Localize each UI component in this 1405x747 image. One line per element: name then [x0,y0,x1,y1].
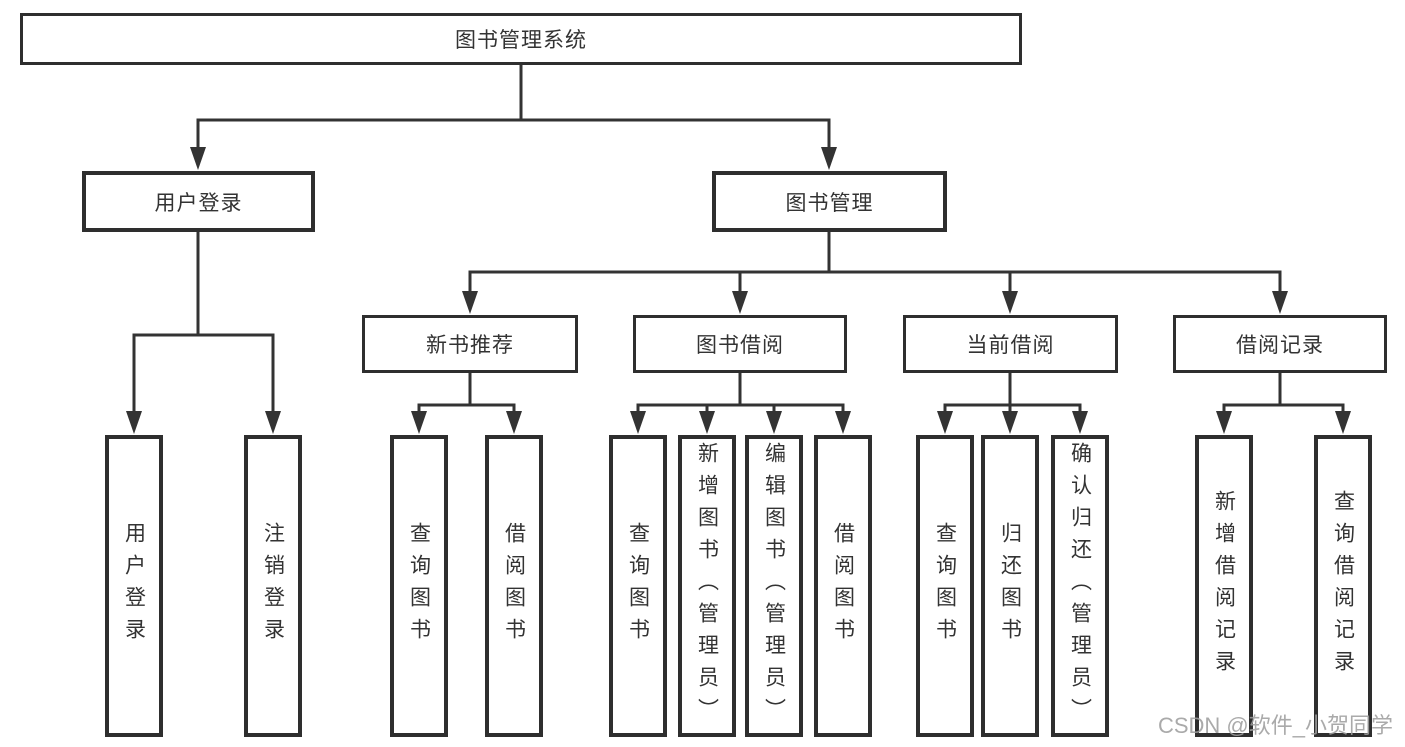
arrowhead [506,411,522,434]
csdn-watermark: CSDN @软件_小贺同学 [1157,713,1393,738]
node-leaf-borrow-book-b: 借阅图书 [814,435,872,737]
arrowhead [411,411,427,434]
node-user-login: 用户登录 [82,171,315,232]
arrowhead [190,147,206,170]
leaf-label: 查询借阅记录 [1331,490,1355,682]
arrowhead [821,147,837,170]
leaf-label: 查询图书 [933,522,957,650]
node-leaf-query-borrow-record: 查询借阅记录 [1314,435,1372,737]
node-leaf-edit-book-admin: 编辑图书（管理员） [745,435,803,737]
leaf-label: 查询图书 [407,522,431,650]
leaf-label: 借阅图书 [502,522,526,650]
node-leaf-query-book-b: 查询图书 [609,435,667,737]
node-new-book-recommend: 新书推荐 [362,315,578,373]
leaf-label: 查询图书 [626,522,650,650]
leaf-label: 借阅图书 [831,522,855,650]
edge-book-borrow-to-leaves [636,371,845,414]
arrowhead [1335,411,1351,434]
arrowhead [1002,291,1018,314]
arrowhead [766,411,782,434]
arrowhead [462,291,478,314]
leaf-label: 新增借阅记录 [1212,490,1236,682]
leaf-label: 确认归还（管理员） [1068,442,1092,730]
leaf-label: 编辑图书（管理员） [762,442,786,730]
arrowhead [699,411,715,434]
leaf-label: 用户登录 [122,522,146,650]
node-leaf-logout: 注销登录 [244,435,302,737]
arrowhead [1216,411,1232,434]
arrowhead [630,411,646,434]
node-current-borrowing: 当前借阅 [903,315,1118,373]
leaf-label: 新增图书（管理员） [695,442,719,730]
node-root: 图书管理系统 [20,13,1022,65]
node-book-management: 图书管理 [712,171,947,232]
arrowhead [1272,291,1288,314]
leaf-label: 注销登录 [261,522,285,650]
node-leaf-confirm-return-admin: 确认归还（管理员） [1051,435,1109,737]
node-book-borrowing: 图书借阅 [633,315,847,373]
arrowhead [835,411,851,434]
node-leaf-return-book: 归还图书 [981,435,1039,737]
edge-user-login-to-leaves [132,230,275,414]
edge-new-rec-to-leaves [417,371,516,414]
arrowhead [126,411,142,434]
arrowhead [265,411,281,434]
node-leaf-query-book-a: 查询图书 [390,435,448,737]
node-borrowing-records: 借阅记录 [1173,315,1387,373]
arrowheads [126,147,1351,434]
edge-records-to-leaves [1222,371,1345,414]
node-leaf-query-book-c: 查询图书 [916,435,974,737]
arrowhead [1002,411,1018,434]
node-leaf-add-borrow-record: 新增借阅记录 [1195,435,1253,737]
edge-root-to-level1 [196,63,831,150]
node-leaf-user-login: 用户登录 [105,435,163,737]
leaf-label: 归还图书 [998,522,1022,650]
node-leaf-borrow-book-a: 借阅图书 [485,435,543,737]
edge-current-borrow-to-leaves [943,371,1082,414]
arrowhead [937,411,953,434]
arrowhead [1072,411,1088,434]
node-leaf-add-book-admin: 新增图书（管理员） [678,435,736,737]
arrowhead [732,291,748,314]
edge-book-mgmt-to-level2 [468,230,1282,294]
